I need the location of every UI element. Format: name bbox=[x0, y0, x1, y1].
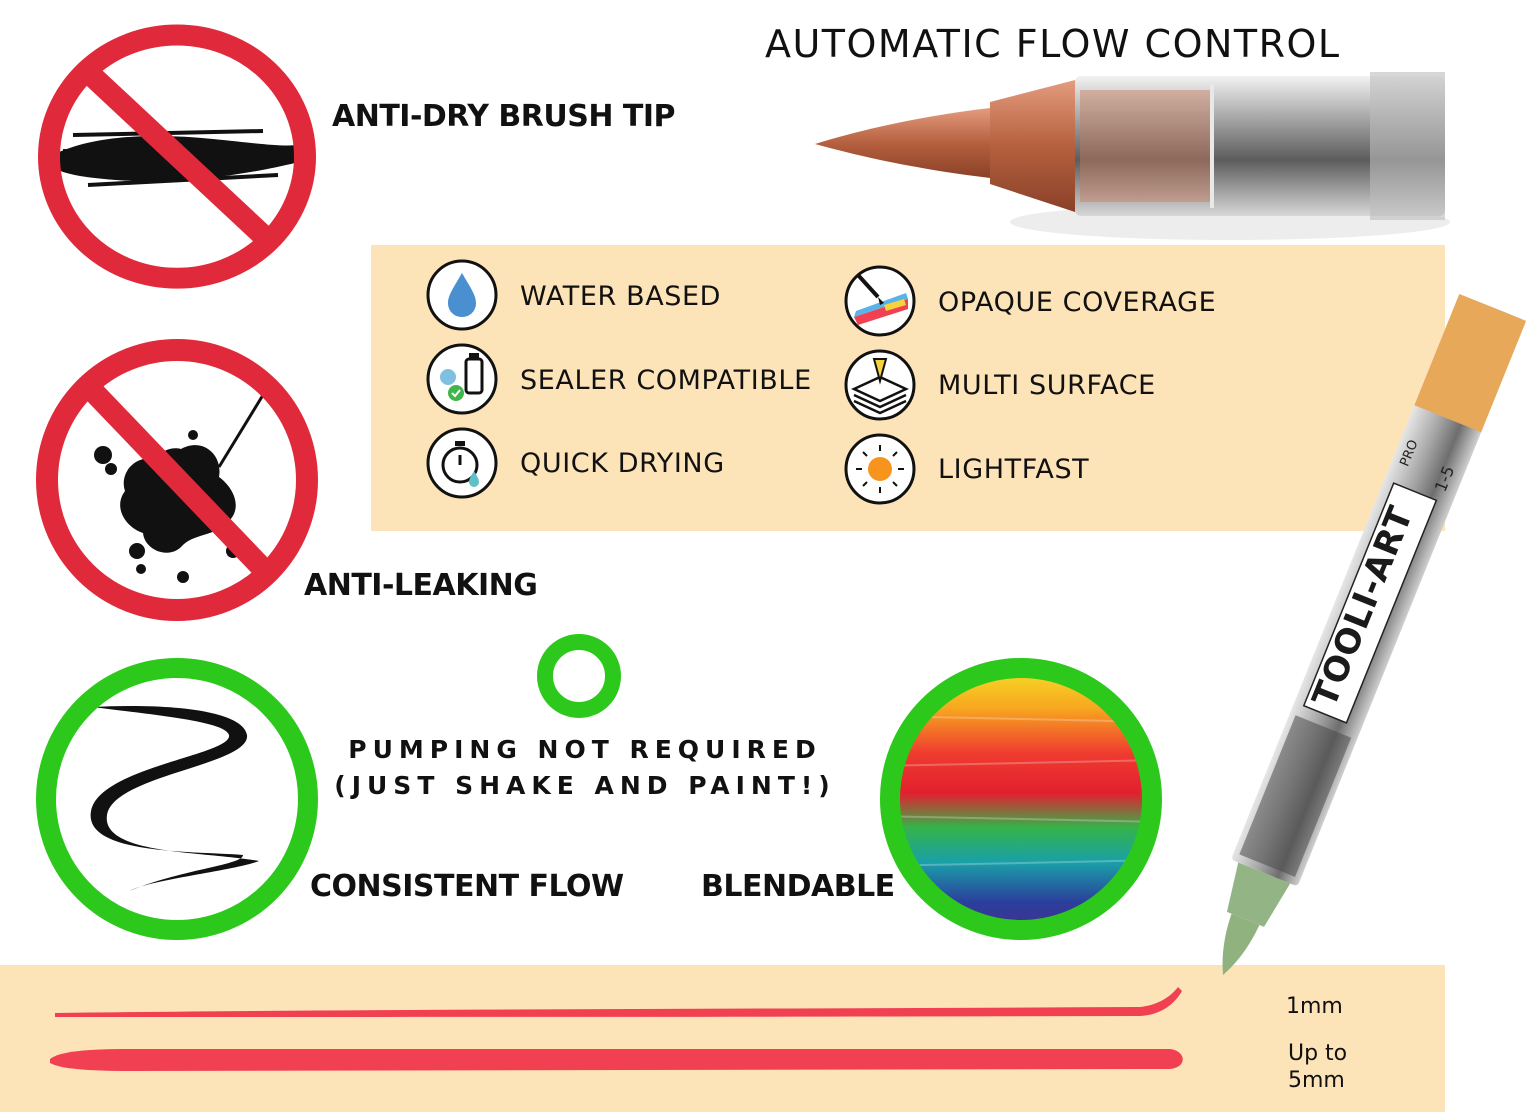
feature-panel: WATER BASED SEALER COMPATIBLE QUICK DRYI… bbox=[371, 245, 1445, 531]
thick-stroke-label: Up to 5mm bbox=[1288, 1040, 1347, 1094]
anti-dry-prohibited-icon bbox=[38, 24, 316, 289]
stroke-samples bbox=[50, 987, 1183, 1071]
blendable-label: BLENDABLE bbox=[701, 869, 895, 904]
page-title: AUTOMATIC FLOW CONTROL bbox=[765, 22, 1341, 66]
thin-stroke-label: 1mm bbox=[1286, 994, 1343, 1019]
pumping-line-2: (JUST SHAKE AND PAINT!) bbox=[334, 771, 836, 800]
pumping-note: PUMPING NOT REQUIRED (JUST SHAKE AND PAI… bbox=[300, 732, 870, 804]
consistent-flow-icon bbox=[36, 658, 318, 940]
feature-water-based: WATER BASED bbox=[520, 281, 722, 312]
anti-leak-prohibited-icon bbox=[36, 339, 318, 621]
sealer-spray-icon bbox=[426, 343, 498, 415]
sun-icon bbox=[844, 433, 916, 505]
thick-stroke-line-2: 5mm bbox=[1288, 1068, 1345, 1093]
thick-stroke-line-1: Up to bbox=[1288, 1041, 1348, 1066]
pumping-line-1: PUMPING NOT REQUIRED bbox=[348, 735, 822, 764]
blendable-icon bbox=[880, 658, 1162, 940]
feature-lightfast: LIGHTFAST bbox=[938, 454, 1090, 485]
feature-sealer-compatible: SEALER COMPATIBLE bbox=[520, 365, 812, 396]
feature-multi-surface: MULTI SURFACE bbox=[938, 370, 1156, 401]
green-ring-icon bbox=[537, 634, 621, 718]
anti-leak-label: ANTI-LEAKING bbox=[304, 568, 538, 603]
water-drop-icon bbox=[426, 259, 498, 331]
layers-icon bbox=[844, 349, 916, 421]
tooli-art-pen: TOOLI-ART PRO 1-5 bbox=[1175, 293, 1527, 985]
stopwatch-icon bbox=[426, 427, 498, 499]
opaque-brush-icon bbox=[844, 265, 916, 337]
feature-opaque-coverage: OPAQUE COVERAGE bbox=[938, 287, 1217, 318]
anti-dry-label: ANTI-DRY BRUSH TIP bbox=[332, 99, 676, 134]
copper-brush-pen bbox=[815, 72, 1450, 240]
stroke-demo-band bbox=[0, 965, 1445, 1112]
consistent-flow-label: CONSISTENT FLOW bbox=[310, 869, 624, 904]
tooli-art-pen-body bbox=[1222, 293, 1527, 975]
feature-quick-drying: QUICK DRYING bbox=[520, 448, 725, 479]
